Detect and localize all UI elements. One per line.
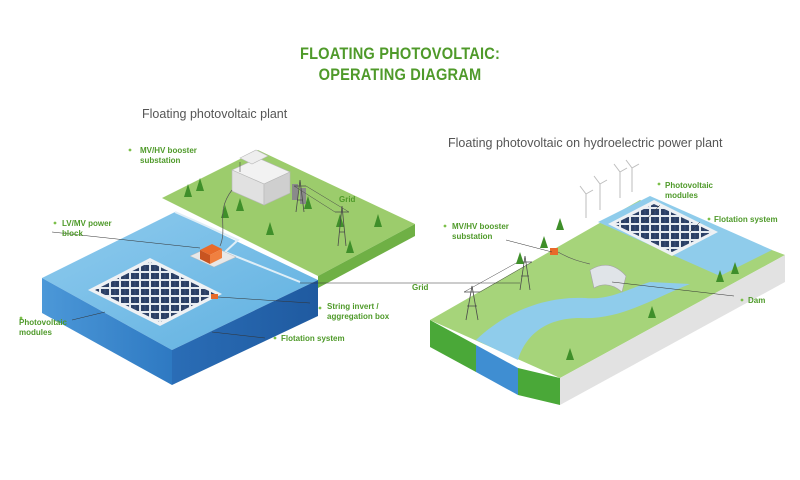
right-side-front-green2 (518, 368, 560, 405)
right-label-modules: Photovoltaic modules (665, 181, 713, 201)
left-label-booster-l2: substation (140, 156, 181, 165)
right-side-front-green1 (430, 320, 476, 372)
left-label-flotation: Flotation system (281, 334, 345, 343)
right-panel-title: Floating photovoltaic on hydroelectric p… (448, 136, 723, 150)
left-label-booster-l1: MV/HV booster (140, 146, 197, 155)
right-label-grid: Grid (412, 283, 429, 292)
callout-dots (19, 148, 744, 340)
left-substation (231, 149, 306, 206)
right-label-booster: MV/HV booster substation (452, 222, 509, 242)
page-title-line2: OPERATING DIAGRAM (318, 65, 482, 84)
left-land-top (162, 150, 415, 276)
left-leader-lines (51, 162, 440, 339)
right-side-right (560, 255, 785, 405)
left-label-string-box: String invert / aggregation box (327, 302, 389, 322)
left-power-block (189, 244, 237, 268)
left-trees (184, 178, 382, 253)
right-label-booster-l2: substation (452, 232, 493, 241)
right-wind-turbines (579, 159, 640, 218)
left-pv-array (88, 258, 222, 326)
right-label-flotation: Flotation system (714, 215, 778, 224)
left-label-power-block: LV/MV power block (62, 219, 112, 239)
left-label-modules: Photovoltaic modules (19, 318, 67, 338)
left-water-front-side (42, 278, 172, 385)
right-pv-array (608, 200, 718, 256)
page-title-line1: FLOATING PHOTOVOLTAIC: (299, 44, 501, 63)
left-water-right-side (172, 280, 318, 385)
right-trees (516, 218, 739, 360)
left-string-box (211, 294, 218, 299)
left-label-booster: MV/HV booster substation (140, 146, 197, 166)
right-dam (589, 264, 627, 293)
right-booster (550, 248, 558, 255)
right-label-dam: Dam (748, 296, 766, 305)
right-label-modules-l1: Photovoltaic (665, 181, 714, 190)
left-label-modules-l1: Photovoltaic (19, 318, 68, 327)
left-label-grid: Grid (339, 195, 356, 204)
left-label-power-block-l2: block (62, 229, 83, 238)
left-panel-title: Floating photovoltaic plant (142, 107, 288, 121)
left-label-string-box-l1: String invert / (327, 302, 379, 311)
left-pylons (293, 179, 350, 247)
right-label-modules-l2: modules (665, 191, 698, 200)
right-leader-lines (440, 204, 735, 297)
right-diagram (430, 159, 785, 405)
left-land-side (318, 224, 415, 288)
right-side-front-blue (476, 345, 518, 395)
left-diagram (42, 149, 440, 385)
left-label-modules-l2: modules (19, 328, 52, 337)
left-label-power-block-l1: LV/MV power (62, 219, 112, 228)
right-river (476, 282, 690, 360)
right-label-booster-l1: MV/HV booster (452, 222, 509, 231)
left-label-string-box-l2: aggregation box (327, 312, 390, 321)
